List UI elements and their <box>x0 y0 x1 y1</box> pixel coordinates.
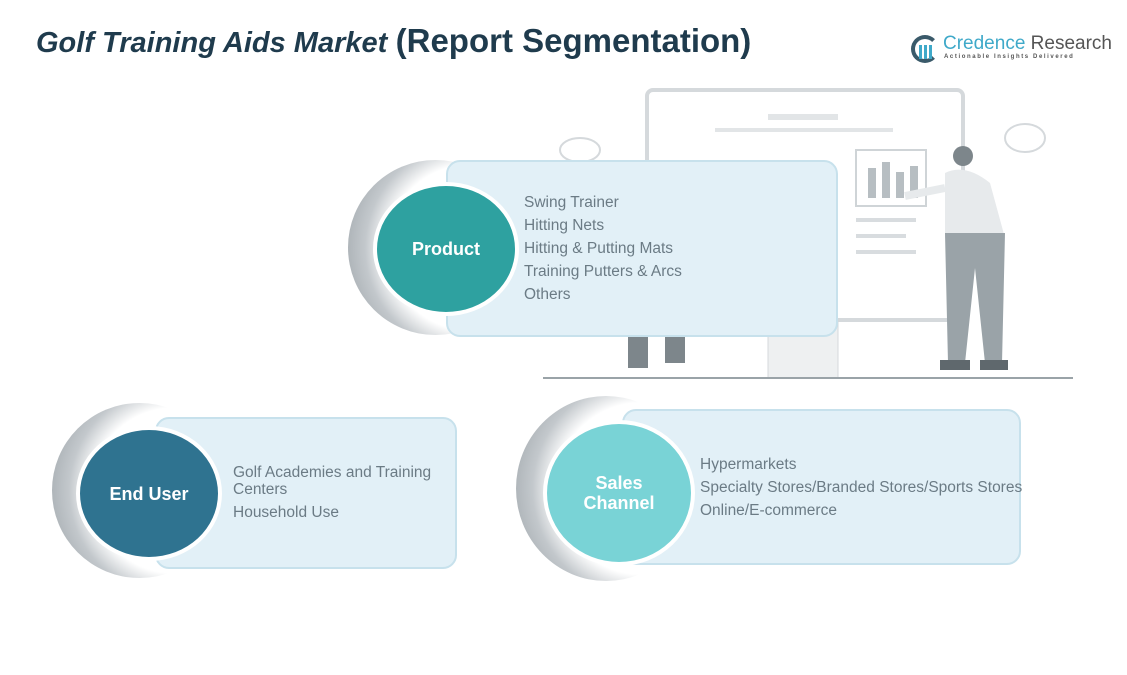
end-user-items: Golf Academies and Training Centers Hous… <box>233 464 443 521</box>
bar-chart-icon <box>919 45 933 59</box>
product-panel <box>446 160 838 337</box>
logo-icon <box>911 35 939 63</box>
title-sub: (Report Segmentation) <box>395 22 752 59</box>
list-item: Hitting Nets <box>524 217 605 234</box>
end-user-label: End User <box>109 483 189 504</box>
list-item: Golf Academies and Training Centers <box>233 464 432 498</box>
credence-logo: Credence Research Actionable Insights De… <box>911 33 1112 65</box>
logo-name2: Research <box>1030 33 1112 54</box>
product-items: Swing Trainer Hitting Nets Hitting & Put… <box>524 191 682 306</box>
list-item: Household Use <box>233 504 339 521</box>
sales-channel-circle: Sales Channel <box>543 420 695 566</box>
product-label: Product <box>411 239 480 259</box>
product-circle: Product <box>373 182 519 316</box>
sales-channel-label: Sales Channel <box>583 473 655 513</box>
list-item: Training Putters & Arcs <box>524 263 682 280</box>
sales-channel-items: Hypermarkets Specialty Stores/Branded St… <box>700 453 1022 522</box>
list-item: Specialty Stores/Branded Stores/Sports S… <box>700 479 1023 496</box>
logo-name: Credence Research <box>943 33 1112 55</box>
title-main: Golf Training Aids Market <box>36 27 388 59</box>
logo-tagline: Actionable Insights Delivered <box>944 54 1075 60</box>
page-title: Golf Training Aids Market (Report Segmen… <box>36 22 751 60</box>
list-item: Swing Trainer <box>524 194 619 211</box>
list-item: Hitting & Putting Mats <box>524 240 674 257</box>
list-item: Others <box>524 286 571 303</box>
logo-name1: Credence <box>943 33 1026 54</box>
list-item: Online/E-commerce <box>700 502 837 519</box>
list-item: Hypermarkets <box>700 456 797 473</box>
end-user-circle: End User <box>76 426 222 561</box>
